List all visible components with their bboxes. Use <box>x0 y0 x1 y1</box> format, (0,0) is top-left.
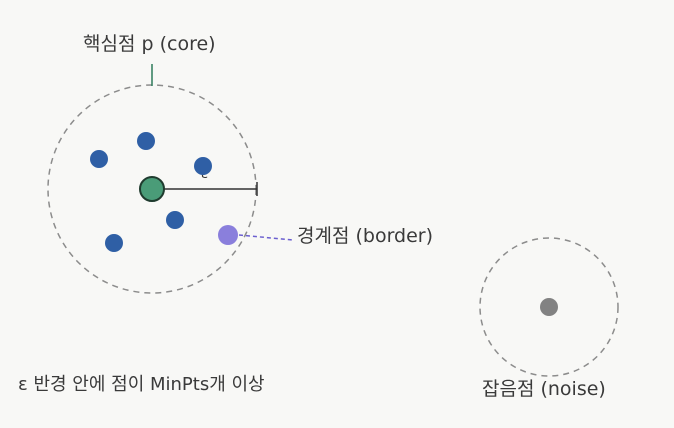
neighbor-point <box>137 132 155 150</box>
border-leader-line <box>238 234 294 241</box>
neighbor-point <box>194 157 212 175</box>
neighbor-point <box>166 211 184 229</box>
border-point <box>218 225 238 245</box>
noise-point <box>540 298 558 316</box>
caption: ε 반경 안에 점이 MinPts개 이상 <box>18 374 265 395</box>
border-point-label: 경계점 (border) <box>297 225 434 247</box>
neighbor-point <box>90 150 108 168</box>
core-point-label: 핵심점 p (core) <box>83 33 216 55</box>
noise-point-label: 잡음점 (noise) <box>482 378 606 400</box>
neighbor-point <box>105 234 123 252</box>
noise-neighborhood-circle <box>479 237 619 377</box>
core-point <box>139 176 165 202</box>
